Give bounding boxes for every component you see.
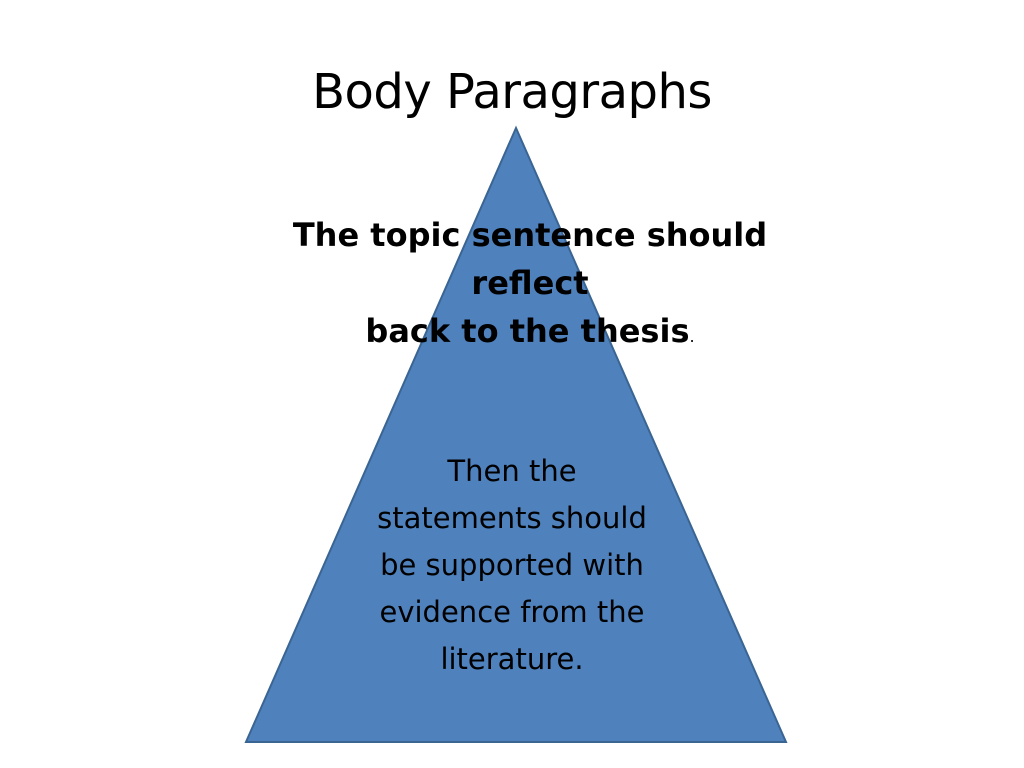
support-line-5: literature.	[440, 642, 584, 676]
topic-line-3-text: back to the thesis	[365, 312, 690, 350]
topic-sentence-text: The topic sentence should reflect back t…	[270, 211, 790, 361]
slide-title: Body Paragraphs	[312, 64, 712, 120]
pyramid-shape	[244, 125, 788, 743]
support-line-4: evidence from the	[379, 595, 645, 629]
support-line-3: be supported with	[380, 548, 644, 582]
support-line-2: statements should	[377, 501, 647, 535]
topic-line-3: back to the thesis.	[270, 307, 790, 361]
supporting-statement-text: Then the statements should be supported …	[340, 448, 684, 683]
topic-line-1: The topic sentence should	[292, 216, 768, 254]
topic-line-2: reflect	[471, 264, 589, 302]
topic-period: .	[689, 327, 695, 346]
support-line-1: Then the	[447, 454, 577, 488]
